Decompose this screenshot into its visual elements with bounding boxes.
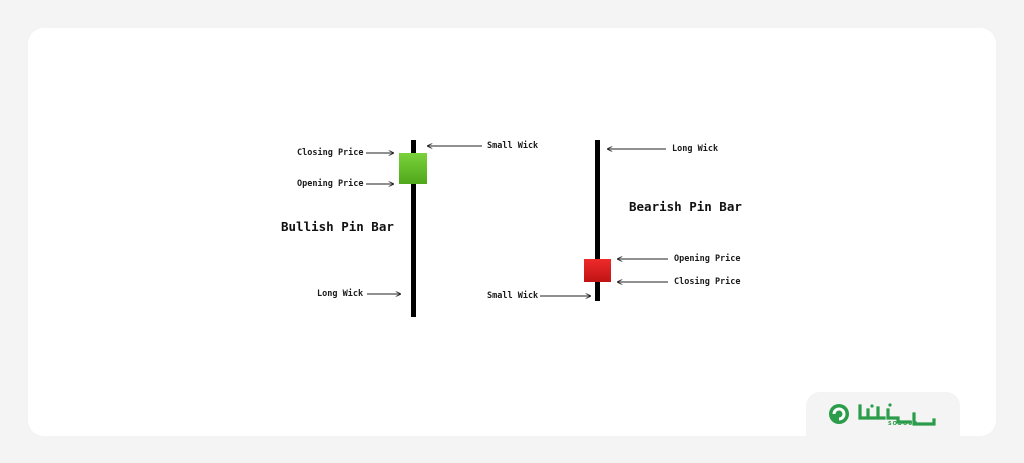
bearish-closing-price-label: Closing Price (674, 277, 741, 287)
brand-logo-icon (829, 403, 936, 426)
diagram-card (28, 28, 996, 436)
bearish-candle-body (584, 259, 611, 282)
bullish-candle-body (399, 153, 427, 184)
bearish-opening-price-label: Opening Price (674, 254, 741, 264)
bullish-wick (411, 140, 416, 317)
bearish-long-wick-label: Long Wick (672, 144, 719, 154)
bearish-title: Bearish Pin Bar (629, 199, 742, 214)
brand-logo-subtext: SODOUP (888, 421, 918, 427)
bearish-small-wick-label: Small Wick (487, 291, 539, 301)
bullish-opening-price-label: Opening Price (297, 179, 364, 189)
bullish-long-wick-label: Long Wick (317, 289, 364, 299)
bearish-wick (595, 140, 600, 301)
bullish-title: Bullish Pin Bar (281, 219, 394, 234)
bullish-closing-price-label: Closing Price (297, 148, 364, 158)
bullish-small-wick-label: Small Wick (487, 141, 539, 151)
